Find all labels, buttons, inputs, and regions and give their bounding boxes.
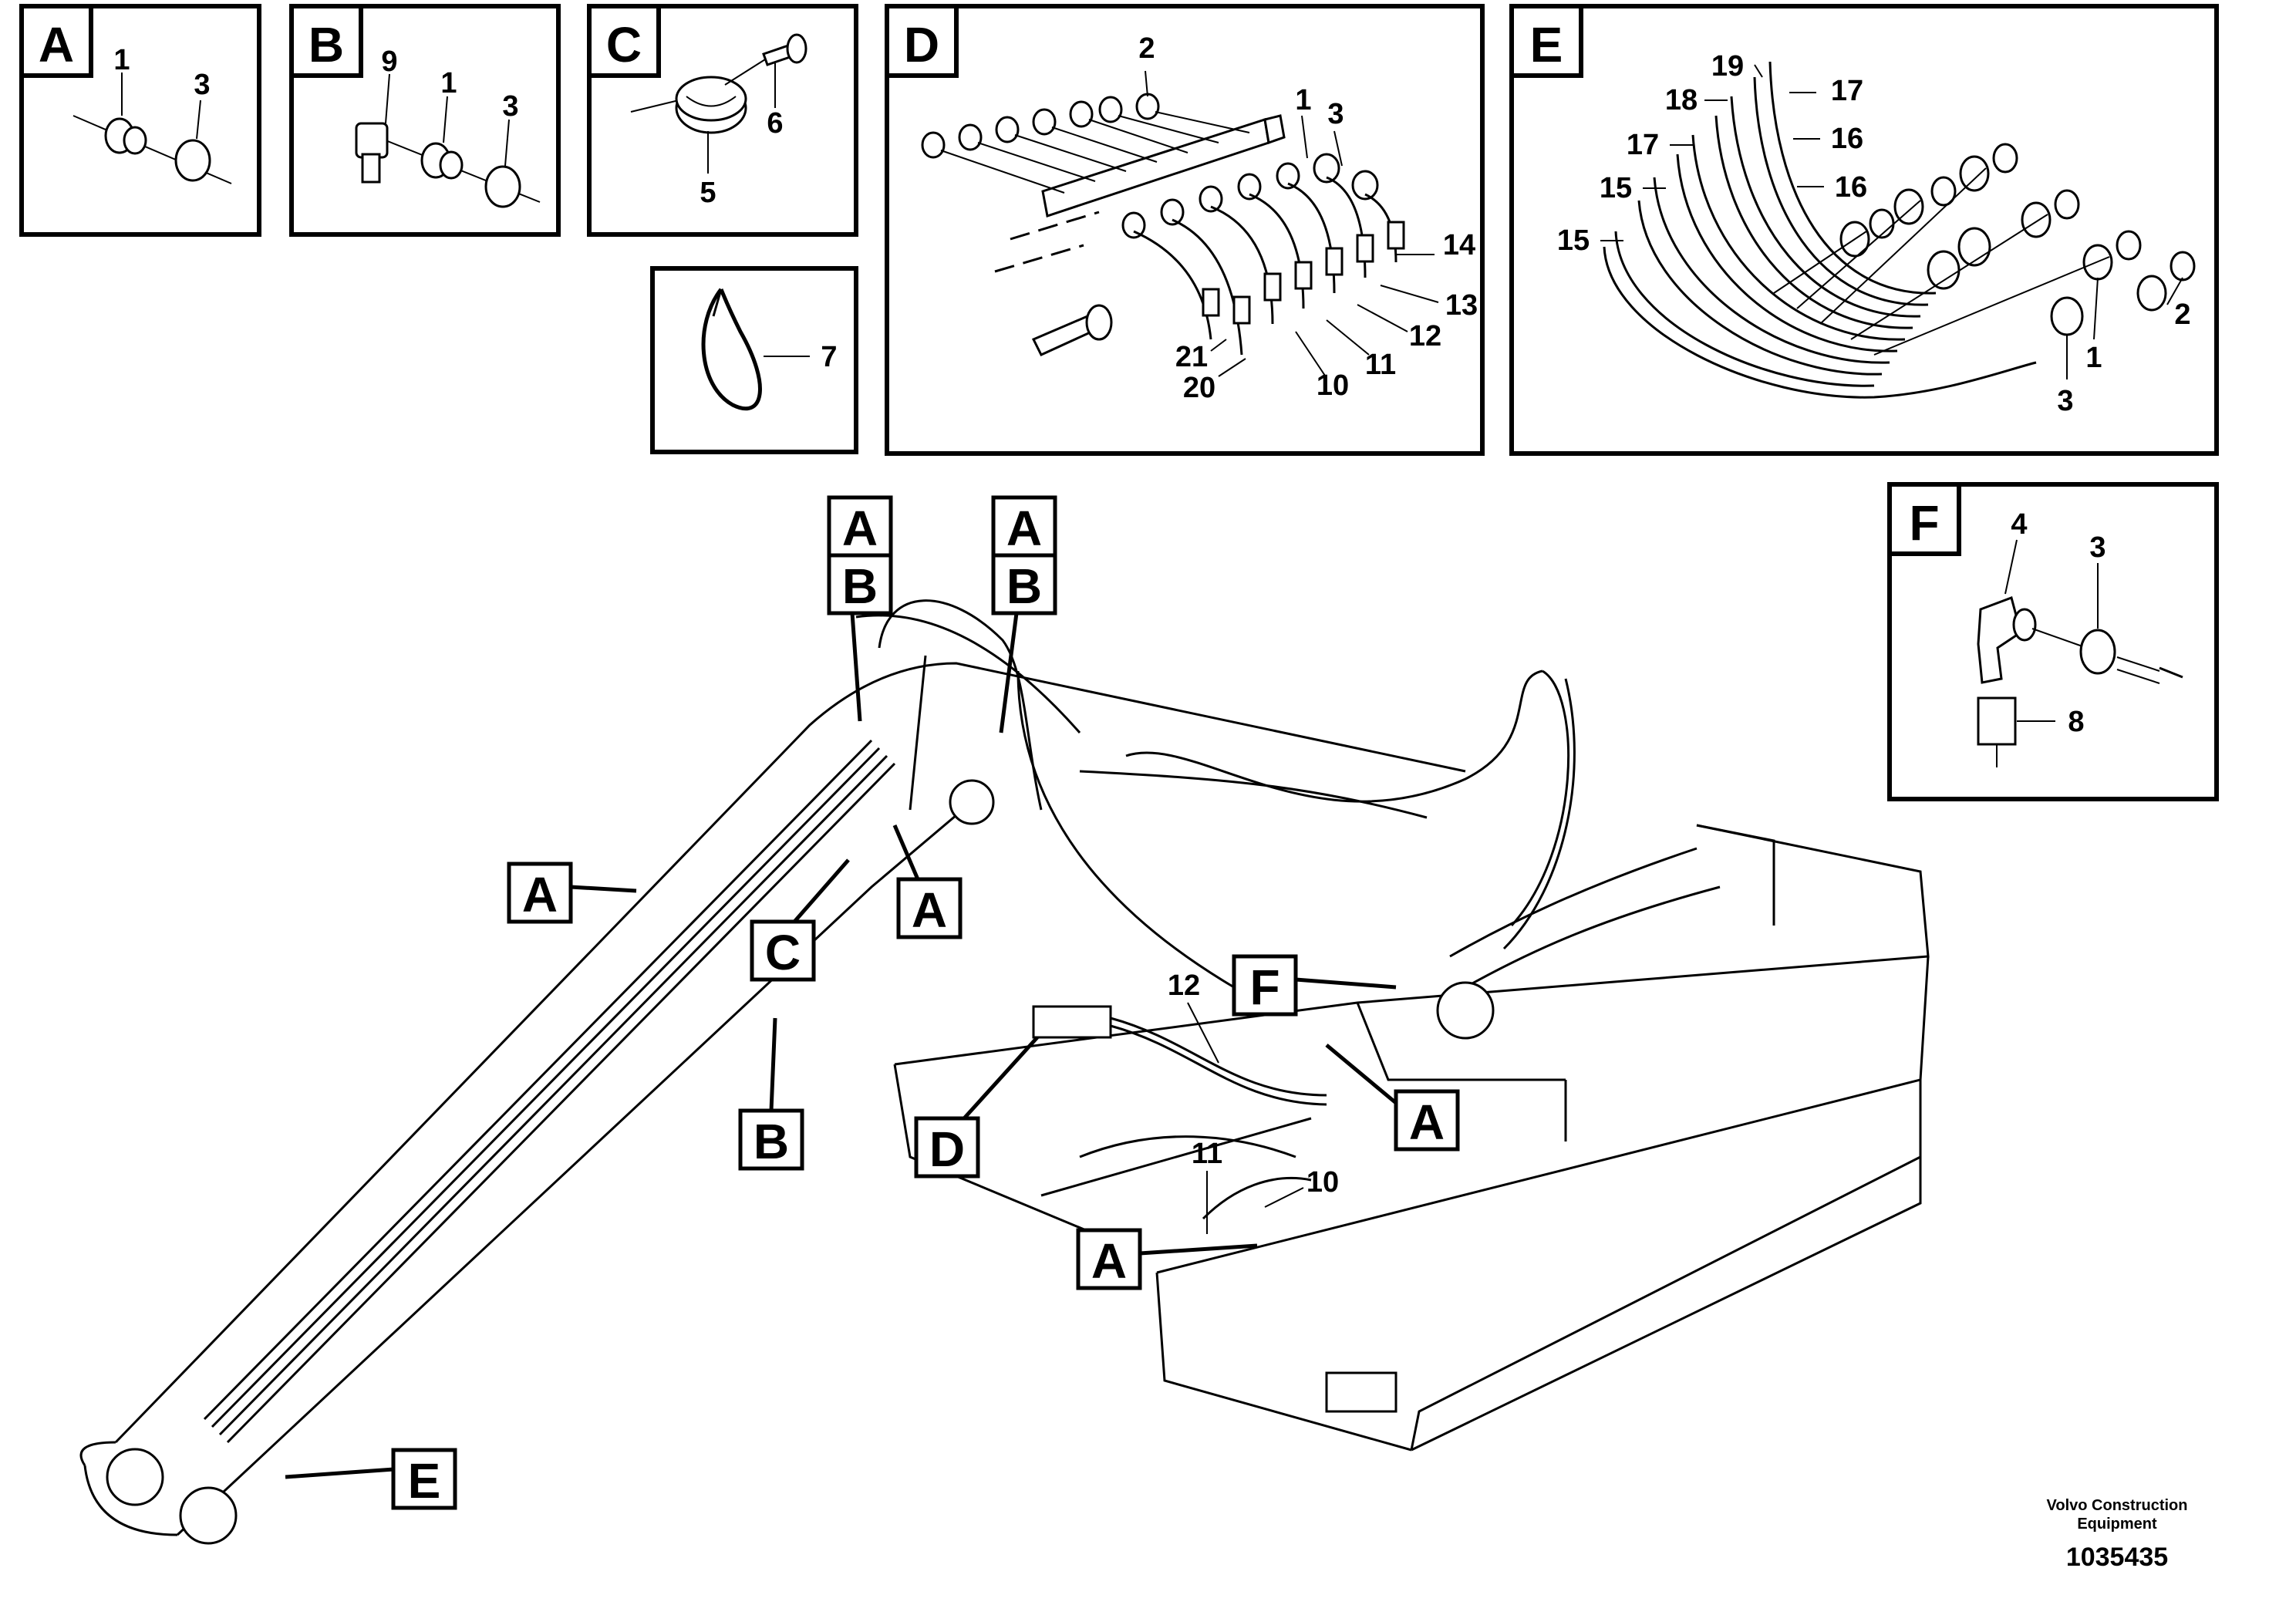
lower-fittings (1121, 153, 1405, 356)
svg-text:13: 13 (1445, 289, 1478, 322)
document-number: 1035435 (2066, 1543, 2168, 1572)
tag-f-main[interactable]: F (1232, 954, 1397, 1017)
svg-text:11: 11 (1365, 349, 1396, 381)
svg-text:11: 11 (1192, 1138, 1222, 1170)
svg-text:3: 3 (2089, 531, 2106, 564)
svg-text:A: A (912, 882, 947, 938)
cable-tie-7-icon (701, 288, 762, 411)
svg-text:B: B (842, 558, 878, 614)
tag-c-boom[interactable]: C (750, 858, 850, 982)
svg-text:1: 1 (113, 44, 130, 76)
nut-3-icon (484, 165, 521, 208)
tag-d-main[interactable]: D (914, 1036, 1039, 1179)
svg-text:12: 12 (1168, 969, 1200, 1002)
svg-text:6: 6 (767, 107, 783, 140)
svg-text:10: 10 (1317, 369, 1349, 402)
svg-text:3: 3 (2057, 385, 2073, 417)
hose-bundle-icon (1603, 61, 2037, 399)
svg-text:3: 3 (1327, 98, 1344, 130)
tag-b-top-left[interactable]: B (827, 553, 893, 722)
tag-a-top-left[interactable]: A (827, 495, 893, 558)
svg-text:14: 14 (1443, 229, 1475, 261)
svg-text:19: 19 (1711, 50, 1744, 83)
svg-text:16: 16 (1835, 171, 1867, 204)
svg-text:F: F (1249, 959, 1279, 1015)
tag-e-main[interactable]: E (285, 1448, 457, 1510)
upper-fittings (921, 93, 1250, 194)
tag-a-top-right[interactable]: A (991, 495, 1057, 558)
svg-text:3: 3 (502, 90, 518, 123)
svg-text:A: A (842, 501, 878, 556)
footer: Volvo Construction Equipment 1035435 (2047, 1497, 2188, 1572)
nut-3-icon (2079, 629, 2116, 675)
panel-b-label: B (308, 17, 344, 73)
adapter-8-icon (1977, 696, 2017, 746)
svg-text:A: A (1006, 501, 1042, 556)
excavator-assembly-drawing (79, 599, 1930, 1545)
panel-e-label: E (1530, 17, 1563, 73)
svg-text:3: 3 (194, 69, 210, 101)
tag-b-boom-lower[interactable]: B (738, 1017, 804, 1171)
nut-3-icon (174, 139, 211, 182)
boom-outline (114, 662, 1466, 1444)
svg-text:7: 7 (821, 341, 837, 373)
main-callouts: 12 11 10 (1168, 969, 1339, 1234)
svg-text:1: 1 (2085, 342, 2102, 374)
svg-text:17: 17 (1627, 129, 1659, 161)
svg-text:8: 8 (2068, 706, 2084, 738)
svg-text:15: 15 (1557, 224, 1590, 257)
fittings-cluster (1773, 143, 2196, 356)
panel-d[interactable]: D (885, 4, 1485, 456)
svg-text:1: 1 (1295, 84, 1311, 116)
panel-f[interactable]: F 4 3 8 (1887, 482, 2219, 801)
panel-d-label: D (904, 17, 939, 73)
panel-f-label: F (1909, 495, 1939, 551)
bracket-icon (994, 211, 1100, 273)
svg-text:16: 16 (1831, 123, 1863, 155)
panel-b[interactable]: B 9 1 3 (289, 4, 561, 237)
main-tags[interactable]: A B A B A C A (285, 495, 1460, 1510)
svg-text:10: 10 (1306, 1166, 1339, 1199)
panel-cable-tie[interactable]: 7 (650, 266, 858, 454)
svg-text:2: 2 (2174, 298, 2190, 331)
panel-e[interactable]: E (1509, 4, 2219, 456)
svg-text:12: 12 (1409, 320, 1441, 352)
tag-a-main-right[interactable]: A (1325, 1044, 1460, 1152)
svg-text:15: 15 (1600, 172, 1632, 204)
panel-a-label: A (39, 17, 74, 73)
tag-a-boom[interactable]: A (507, 862, 637, 924)
svg-text:B: B (1006, 558, 1042, 614)
svg-text:D: D (929, 1121, 965, 1177)
svg-text:9: 9 (381, 46, 397, 78)
svg-text:5: 5 (700, 177, 716, 209)
panel-a[interactable]: A 1 3 (19, 4, 261, 237)
svg-text:E: E (408, 1453, 441, 1509)
svg-text:B: B (754, 1114, 789, 1169)
svg-text:A: A (522, 867, 558, 922)
svg-text:20: 20 (1183, 372, 1215, 404)
valve-block-icon (1032, 1005, 1112, 1039)
tag-a-main-bottom[interactable]: A (1076, 1228, 1258, 1290)
svg-text:4: 4 (2011, 508, 2027, 541)
company-name-line2: Equipment (2077, 1516, 2157, 1533)
tag-b-top-right[interactable]: B (991, 553, 1057, 733)
svg-text:17: 17 (1831, 75, 1863, 107)
svg-text:A: A (1091, 1233, 1127, 1289)
svg-text:2: 2 (1138, 32, 1155, 65)
elbow-9-icon (355, 122, 389, 159)
svg-text:18: 18 (1665, 84, 1698, 116)
panel-c-label: C (606, 17, 642, 73)
tag-a-cylinder[interactable]: A (892, 824, 963, 939)
svg-text:21: 21 (1175, 341, 1208, 373)
svg-text:A: A (1409, 1094, 1445, 1150)
svg-text:1: 1 (440, 67, 457, 99)
elbow-4-icon (1977, 596, 2022, 684)
panel-c[interactable]: C 6 5 (587, 4, 858, 237)
svg-text:C: C (765, 925, 801, 980)
company-name-line1: Volvo Construction (2047, 1497, 2188, 1514)
